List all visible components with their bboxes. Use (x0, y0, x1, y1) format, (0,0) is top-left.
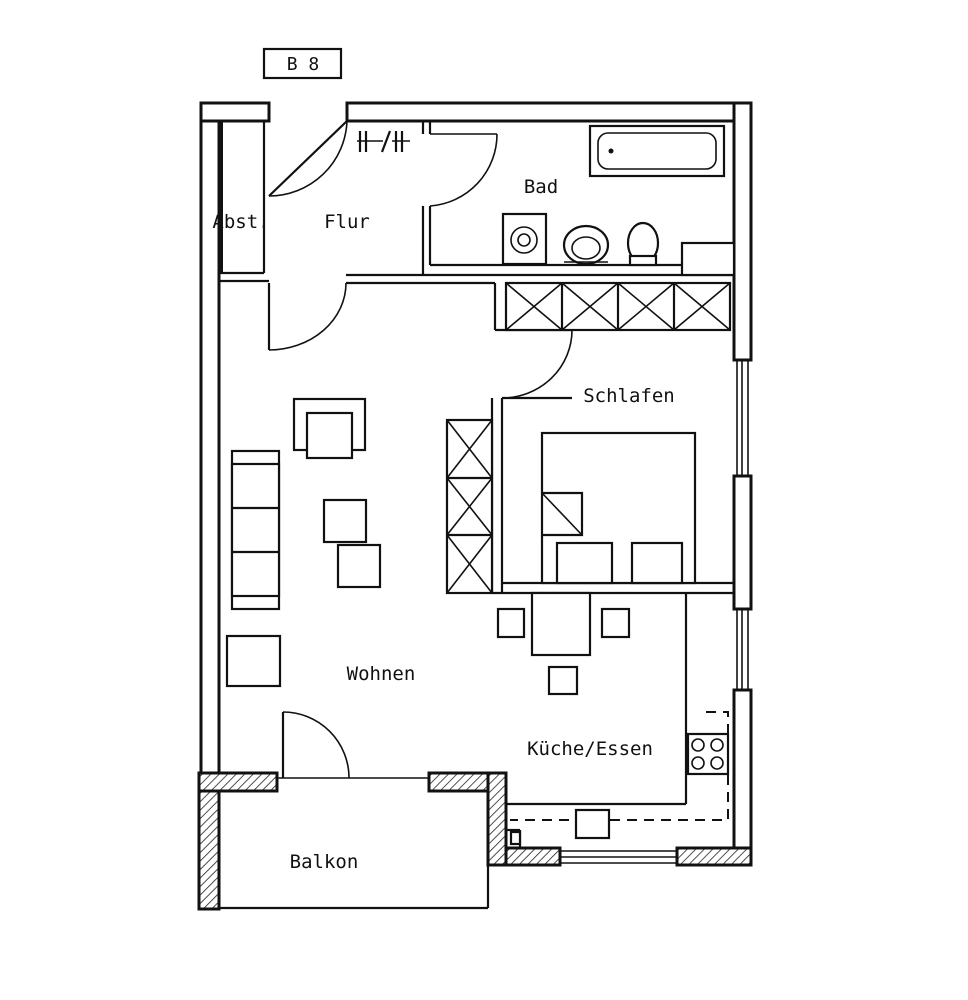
coffee-tables (322, 498, 382, 589)
kitchen-sink (574, 808, 611, 840)
armchair (292, 397, 367, 460)
sink (562, 224, 610, 266)
shower-corner (680, 241, 736, 277)
bathroom-fixtures (357, 124, 736, 277)
doors (267, 120, 573, 779)
room-label-kueche-essen: Küche/Essen (527, 738, 653, 760)
room-label-schlafen: Schlafen (583, 385, 675, 407)
room-label-wohnen: Wohnen (347, 663, 416, 685)
kitchen-fixtures (509, 711, 730, 846)
room-labels: Abst. Flur Bad Schlafen Wohnen Küche/Ess… (212, 176, 674, 873)
room-label-abst: Abst. (212, 211, 269, 233)
room-label-bad: Bad (524, 176, 558, 198)
living-furniture (225, 397, 382, 688)
outer-walls (197, 101, 753, 911)
washing-machine (501, 212, 548, 266)
wardrobe-wohnen (445, 418, 494, 595)
side-chair (225, 634, 282, 688)
sofa (230, 449, 281, 611)
unit-tag: B 8 (262, 47, 343, 80)
double-bed (540, 431, 697, 585)
dining-set (496, 591, 631, 696)
toilet (626, 221, 660, 267)
room-label-flur: Flur (324, 211, 370, 233)
unit-tag-label: B 8 (287, 54, 320, 75)
bathtub (588, 124, 726, 178)
room-label-balkon: Balkon (290, 851, 359, 873)
wardrobe-schlafen (504, 281, 732, 332)
meter-symbol (357, 130, 410, 153)
stove (686, 732, 730, 776)
